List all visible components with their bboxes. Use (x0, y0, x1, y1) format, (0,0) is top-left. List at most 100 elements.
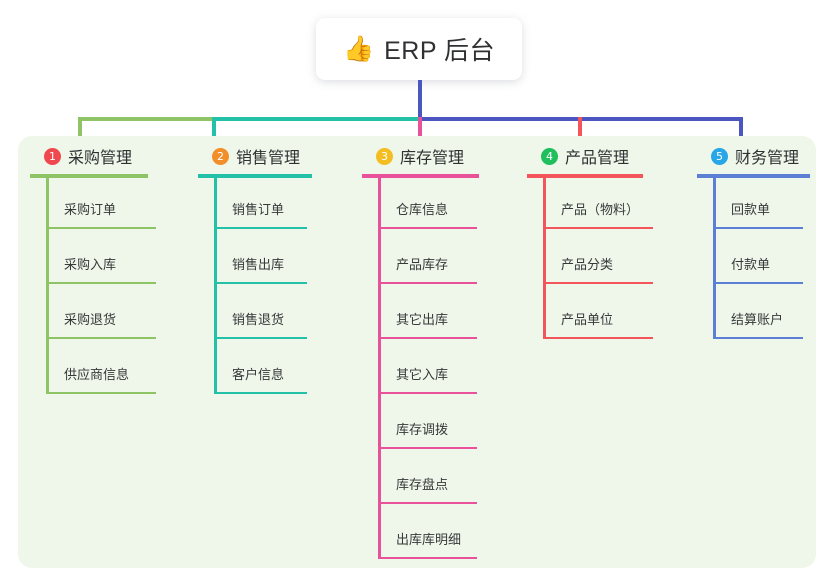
branch-item-underline (378, 337, 477, 339)
branch-item[interactable]: 产品库存 (378, 229, 477, 284)
branch-item[interactable]: 产品分类 (543, 229, 653, 284)
branch-title: 销售管理 (236, 150, 301, 167)
drop-product (578, 117, 582, 144)
branch-item[interactable]: 产品单位 (543, 284, 653, 339)
branch-item-label: 仓库信息 (396, 202, 449, 217)
branch-column-1: 1 采购管理采购订单采购入库采购退货供应商信息 (30, 136, 156, 394)
bus-segment-green (78, 117, 212, 121)
branch-item-underline (214, 392, 307, 394)
branch-item-list: 产品（物料） 产品分类产品单位 (543, 174, 653, 339)
branch-column-3: 3 库存管理仓库信息产品库存其它出库其它入库库存调拨库存盘点出库库明细 (362, 136, 479, 559)
branch-underline (30, 174, 148, 178)
branch-item-label: 采购退货 (64, 312, 117, 327)
branch-title: 库存管理 (400, 150, 465, 167)
branch-item[interactable]: 付款单 (713, 229, 803, 284)
branch-item-underline (378, 392, 477, 394)
branch-item-label: 产品库存 (396, 257, 449, 272)
branch-item-label: 付款单 (731, 257, 771, 272)
branch-spine (713, 174, 716, 339)
branch-item-underline (46, 282, 156, 284)
branch-item-label: 库存盘点 (396, 477, 449, 492)
root-node-card[interactable]: 👍 ERP 后台 (316, 18, 522, 80)
branch-item[interactable]: 回款单 (713, 174, 803, 229)
branch-item[interactable]: 销售出库 (214, 229, 307, 284)
branch-item[interactable]: 产品（物料） (543, 174, 653, 229)
branch-item-underline (543, 227, 653, 229)
branch-number-badge: 1 (44, 147, 61, 165)
branch-item-label: 结算账户 (731, 312, 784, 327)
branch-item[interactable]: 采购退货 (46, 284, 156, 339)
root-node-title: ERP 后台 (384, 37, 496, 65)
branch-item-underline (46, 227, 156, 229)
drop-sales (212, 117, 216, 144)
branch-header-4[interactable]: 4 产品管理 (527, 136, 629, 176)
branch-number-badge: 2 (212, 147, 229, 165)
branch-item-underline (378, 282, 477, 284)
branch-item-underline (713, 282, 803, 284)
branch-item-label: 其它入库 (396, 367, 449, 382)
branch-item-underline (46, 392, 156, 394)
branch-item-underline (713, 227, 803, 229)
branch-item[interactable]: 销售退货 (214, 284, 307, 339)
branch-spine (214, 174, 217, 394)
branch-column-4: 4 产品管理产品（物料） 产品分类产品单位 (527, 136, 653, 339)
branch-item-label: 产品单位 (561, 312, 614, 327)
branch-item-underline (713, 337, 803, 339)
branch-item-underline (543, 282, 653, 284)
branch-header-3[interactable]: 3 库存管理 (362, 136, 464, 176)
branch-item[interactable]: 采购订单 (46, 174, 156, 229)
branch-item-label: 产品（物料） (561, 202, 640, 217)
branch-item-underline (214, 337, 307, 339)
branch-item[interactable]: 仓库信息 (378, 174, 477, 229)
branch-item-underline (214, 282, 307, 284)
drop-finance (739, 117, 743, 144)
branch-item[interactable]: 供应商信息 (46, 339, 156, 394)
branch-item-underline (214, 227, 307, 229)
branch-item[interactable]: 客户信息 (214, 339, 307, 394)
branch-number-badge: 4 (541, 147, 558, 165)
root-stem-connector (418, 80, 422, 119)
drop-purchase (78, 117, 82, 144)
branch-title: 产品管理 (565, 150, 630, 167)
branch-item-label: 销售退货 (232, 312, 285, 327)
branch-underline (362, 174, 479, 178)
branch-item[interactable]: 其它出库 (378, 284, 477, 339)
branch-item-underline (378, 502, 477, 504)
branch-item-list: 仓库信息产品库存其它出库其它入库库存调拨库存盘点出库库明细 (378, 174, 477, 559)
branch-item-underline (378, 447, 477, 449)
branch-header-1[interactable]: 1 采购管理 (30, 136, 132, 176)
branch-title: 采购管理 (68, 150, 133, 167)
branch-number-badge: 3 (376, 147, 393, 165)
branch-item-underline (46, 337, 156, 339)
thumbs-up-icon: 👍 (342, 34, 375, 63)
drop-inventory (418, 117, 422, 144)
branch-spine (46, 174, 49, 394)
branch-item-underline (378, 227, 477, 229)
branch-item[interactable]: 结算账户 (713, 284, 803, 339)
branch-underline (527, 174, 643, 178)
branch-item-list: 销售订单销售出库销售退货客户信息 (214, 174, 307, 394)
branch-item[interactable]: 其它入库 (378, 339, 477, 394)
branch-item-label: 其它出库 (396, 312, 449, 327)
branch-item-list: 采购订单采购入库采购退货供应商信息 (46, 174, 156, 394)
branch-item-list: 回款单付款单结算账户 (713, 174, 803, 339)
branch-spine (543, 174, 546, 339)
branch-item[interactable]: 库存调拨 (378, 394, 477, 449)
branch-header-2[interactable]: 2 销售管理 (198, 136, 300, 176)
root-node-content: 👍 ERP 后台 (343, 31, 495, 67)
branch-item[interactable]: 库存盘点 (378, 449, 477, 504)
branch-item-label: 销售出库 (232, 257, 285, 272)
branch-spine (378, 174, 381, 559)
branch-item[interactable]: 采购入库 (46, 229, 156, 284)
branch-item-label: 销售订单 (232, 202, 285, 217)
branch-underline (697, 174, 810, 178)
branch-item[interactable]: 销售订单 (214, 174, 307, 229)
branch-item[interactable]: 出库库明细 (378, 504, 477, 559)
branch-title: 财务管理 (735, 150, 800, 167)
branch-underline (198, 174, 312, 178)
branch-item-label: 产品分类 (561, 257, 614, 272)
branch-item-label: 采购入库 (64, 257, 117, 272)
branch-item-underline (378, 557, 477, 559)
